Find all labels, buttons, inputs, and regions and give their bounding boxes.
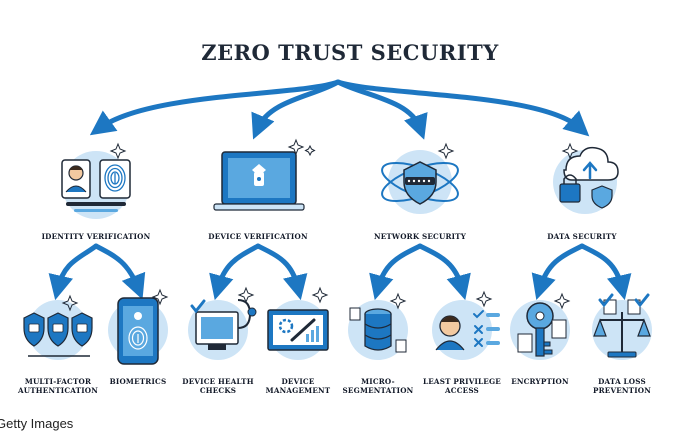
data-security-icon [553,142,619,214]
subitem-label-biometrics: BIOMETRICS [109,377,167,386]
multi-factor-authentication-icon [23,294,93,360]
diagram-title: ZERO TRUST SECURITY [201,40,499,65]
top-branch-connectors [89,79,590,140]
data-loss-prevention-icon [592,293,652,360]
subitem-label-multi-factor: MULTI-FACTOR AUTHENTICATION [18,377,98,395]
least-privilege-access-icon [432,290,500,360]
category-label-network: NETWORK SECURITY [373,232,467,241]
subitem-label-encryption: ENCRYPTION [511,377,569,386]
device-verification-icon [213,138,316,211]
device-health-checks-icon [188,286,257,360]
connector-to-device [251,79,341,140]
identity-verification-icon [61,142,131,219]
category-label-identity: IDENTITY VERIFICATION [41,232,151,241]
subitem-label-least-privilege: LEAST PRIVILEGE ACCESS [423,377,501,395]
subitem-label-device-management: DEVICE MANAGEMENT [265,377,331,395]
encryption-icon [510,292,571,360]
image-credit: Getty Images [0,416,74,431]
sub-branch-connectors [48,243,632,301]
subitem-label-micro-segmentation: MICRO- SEGMENTATION [342,377,414,395]
category-label-data: DATA SECURITY [547,232,617,241]
subitem-label-device-health: DEVICE HEALTH CHECKS [182,377,254,395]
category-label-device: DEVICE VERIFICATION [208,232,308,241]
device-management-icon [267,286,329,360]
network-security-icon [381,142,459,214]
biometrics-icon [108,288,169,365]
connector-to-identity [89,79,341,136]
connector-to-data [335,79,590,137]
subitem-label-data-loss: DATA LOSS PREVENTION [592,377,652,395]
micro-segmentation-icon [348,292,408,360]
